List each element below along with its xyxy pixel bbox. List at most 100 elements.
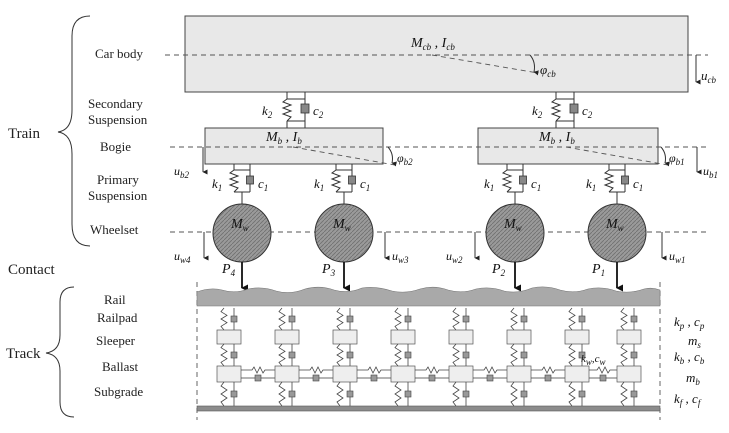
shear-params: kw,cw bbox=[581, 353, 606, 367]
car-body-pitch-label: φcb bbox=[540, 62, 556, 79]
layer-label-car-body: Car body bbox=[95, 46, 144, 61]
shear-spring-2 bbox=[299, 366, 333, 374]
primary-suspension-2 bbox=[501, 164, 527, 205]
railpad-spring-8 bbox=[620, 307, 628, 331]
sleeper-block-7 bbox=[564, 329, 590, 345]
bogie-left-mass-label: Mb , Ib bbox=[265, 130, 302, 146]
subgrade-damper-5-body bbox=[462, 390, 470, 398]
railpad-damper-1-body bbox=[230, 315, 238, 323]
ballast-spring-5 bbox=[452, 343, 460, 367]
primary-c-3: c1 bbox=[360, 176, 370, 193]
contact-force-label-1: P1 bbox=[591, 262, 605, 278]
railpad-damper-3-body bbox=[346, 315, 354, 323]
group-label-contact: Contact bbox=[8, 262, 55, 278]
shear-spring-4 bbox=[415, 366, 449, 374]
railpad-damper-7-body bbox=[578, 315, 586, 323]
layer-label-secondary-2: Suspension bbox=[88, 112, 148, 127]
layer-label-primary-2: Suspension bbox=[88, 188, 148, 203]
shear-spring-7 bbox=[589, 366, 617, 374]
primary-k-2: k1 bbox=[484, 176, 494, 193]
ballast-damper-3-body bbox=[346, 351, 354, 359]
layer-label-secondary-1: Secondary bbox=[88, 96, 143, 111]
wheel-2-mass-label: Mw bbox=[503, 217, 522, 233]
railpad-damper-4-body bbox=[404, 315, 412, 323]
layer-label-ballast: Ballast bbox=[102, 359, 138, 374]
secondary-suspension-left bbox=[281, 92, 310, 128]
subgrade-spring-3 bbox=[336, 381, 344, 407]
ballast-spring-4 bbox=[394, 343, 402, 367]
sleeper-block-8 bbox=[616, 329, 642, 345]
subgrade-params: kf , cf bbox=[674, 391, 702, 408]
shear-damper-body-2 bbox=[312, 374, 320, 382]
railpad-spring-6 bbox=[510, 307, 518, 331]
layer-label-bogie: Bogie bbox=[100, 139, 131, 154]
shear-spring-3 bbox=[357, 366, 391, 374]
ballast-spring-6 bbox=[510, 343, 518, 367]
ballast-damper-8-body bbox=[630, 351, 638, 359]
track-brace bbox=[45, 286, 75, 418]
rail-irregular-profile bbox=[196, 286, 661, 307]
ballast-block-7 bbox=[564, 365, 590, 383]
subgrade-spring-6 bbox=[510, 381, 518, 407]
railpad-params: kp , cp bbox=[674, 314, 705, 331]
bogie-right-pitch-arc bbox=[660, 146, 670, 167]
subgrade-spring-8 bbox=[620, 381, 628, 407]
primary-suspension-4 bbox=[228, 164, 254, 205]
ballast-spring-2 bbox=[278, 343, 286, 367]
ballast-block-4 bbox=[390, 365, 416, 383]
wheel-disp-label-2: uw2 bbox=[446, 249, 463, 265]
ballast-block-8 bbox=[616, 365, 642, 383]
sleeper-block-6 bbox=[506, 329, 532, 345]
layer-label-primary-1: Primary bbox=[97, 172, 139, 187]
secondary-c-left: c2 bbox=[313, 103, 324, 120]
subgrade-spring-1 bbox=[220, 381, 228, 407]
layer-label-sleeper: Sleeper bbox=[96, 333, 136, 348]
primary-suspension-3 bbox=[330, 164, 356, 205]
wheel-3-mass-label: Mw bbox=[332, 217, 351, 233]
subgrade-base bbox=[196, 405, 661, 412]
secondary-suspension-right bbox=[550, 92, 579, 128]
ballast-block-2 bbox=[274, 365, 300, 383]
primary-c-1: c1 bbox=[633, 176, 643, 193]
layer-label-subgrade: Subgrade bbox=[94, 384, 143, 399]
wheel-3 bbox=[314, 203, 374, 263]
sleeper-block-5 bbox=[448, 329, 474, 345]
subgrade-spring-4 bbox=[394, 381, 402, 407]
railpad-spring-2 bbox=[278, 307, 286, 331]
group-label-train: Train bbox=[8, 126, 40, 142]
car-body-block bbox=[184, 15, 689, 93]
bogie-left-pitch-label: φb2 bbox=[397, 151, 413, 167]
railpad-spring-4 bbox=[394, 307, 402, 331]
ballast-damper-4-body bbox=[404, 351, 412, 359]
railpad-damper-8-body bbox=[630, 315, 638, 323]
railpad-damper-6-body bbox=[520, 315, 528, 323]
secondary-k-left: k2 bbox=[262, 103, 273, 120]
sleeper-block-4 bbox=[390, 329, 416, 345]
subgrade-damper-2-body bbox=[288, 390, 296, 398]
bogie-left-disp-label: ub2 bbox=[174, 164, 190, 180]
shear-spring-5 bbox=[473, 366, 507, 374]
bogie-left-pitch-arc bbox=[387, 146, 397, 167]
wheel-4-mass-label: Mw bbox=[230, 217, 249, 233]
ballast-mass-param: mb bbox=[686, 370, 700, 387]
contact-force-label-2: P2 bbox=[491, 262, 506, 278]
ballast-block-3 bbox=[332, 365, 358, 383]
track-substructure bbox=[216, 307, 642, 407]
shear-damper-body-6 bbox=[544, 374, 552, 382]
ballast-spring-1 bbox=[220, 343, 228, 367]
ballast-damper-2-body bbox=[288, 351, 296, 359]
car-body-disp-label: ucb bbox=[701, 68, 716, 85]
wheel-1 bbox=[587, 203, 647, 263]
shear-spring-1 bbox=[241, 366, 275, 374]
ballast-damper-5-body bbox=[462, 351, 470, 359]
bogie-right-pitch-label: φb1 bbox=[669, 151, 685, 167]
sleeper-block-2 bbox=[274, 329, 300, 345]
railpad-damper-2-body bbox=[288, 315, 296, 323]
wheel-1-mass-label: Mw bbox=[605, 217, 624, 233]
layer-label-railpad: Railpad bbox=[97, 310, 138, 325]
group-label-track: Track bbox=[6, 346, 41, 362]
railpad-damper-5-body bbox=[462, 315, 470, 323]
bogie-left-block bbox=[204, 127, 384, 165]
shear-damper-body-5 bbox=[486, 374, 494, 382]
